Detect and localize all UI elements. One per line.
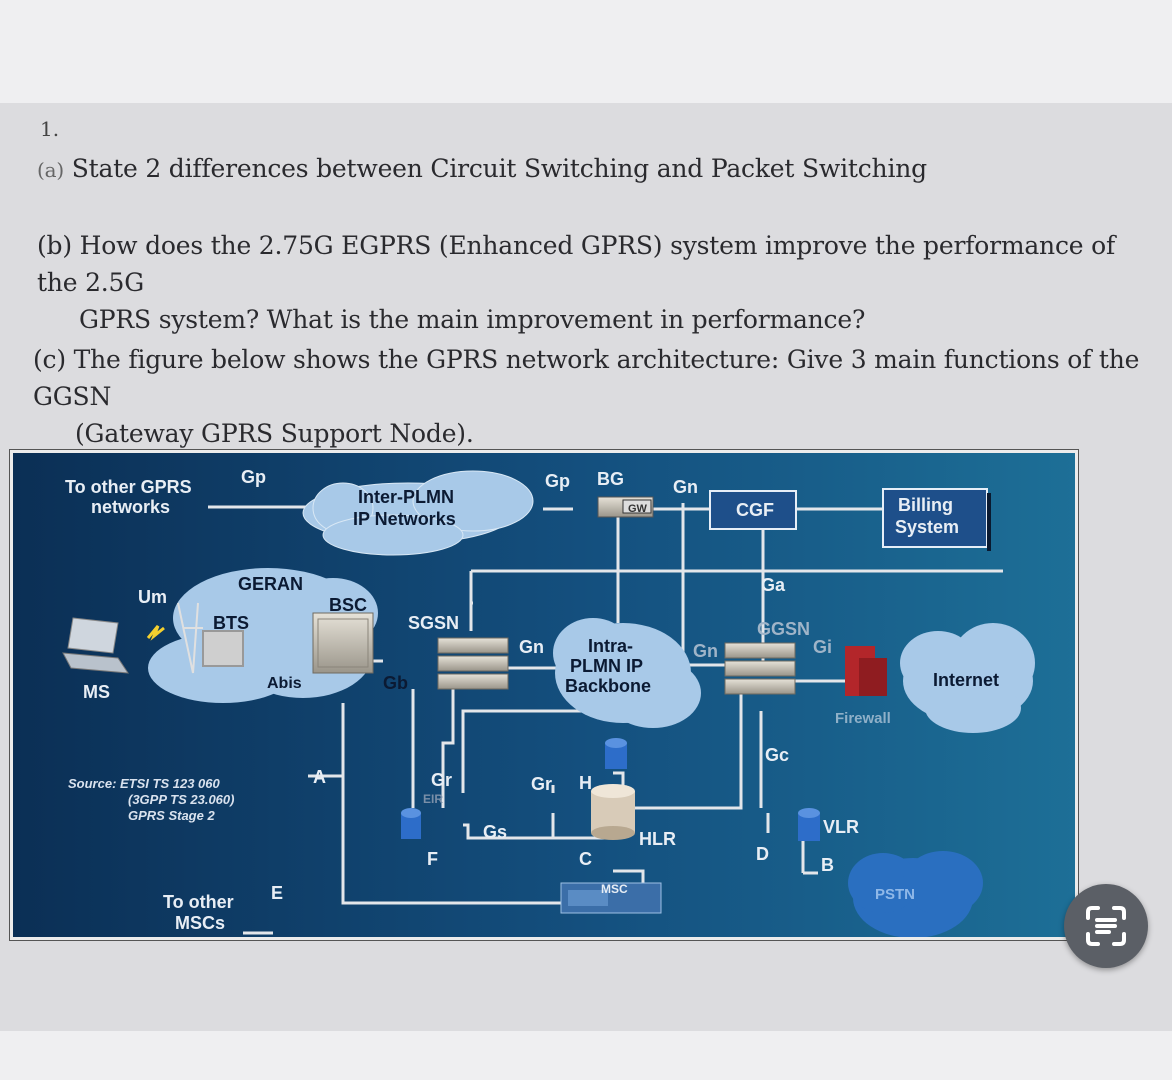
- bsc-icon: [312, 612, 374, 674]
- label-ms: MS: [83, 682, 110, 702]
- label-gp-left: Gp: [241, 467, 266, 487]
- scan-text-icon: [1086, 906, 1126, 946]
- part-c-marker: (c): [33, 345, 66, 374]
- label-source-1: Source: ETSI TS 123 060: [68, 776, 221, 791]
- label-eir: EIR: [423, 792, 443, 806]
- label-b: B: [821, 855, 834, 875]
- cgf-box: [709, 490, 797, 530]
- scan-text-button[interactable]: [1064, 884, 1148, 968]
- label-sgsn: SGSN: [408, 613, 459, 633]
- label-billing-2: System: [895, 517, 959, 537]
- question-part-b: (b) How does the 2.75G EGPRS (Enhanced G…: [37, 227, 1157, 338]
- label-intra-2: PLMN IP: [570, 656, 643, 676]
- label-c: C: [579, 849, 592, 869]
- label-gs: Gs: [483, 822, 507, 842]
- bts-tower-icon: [177, 602, 244, 674]
- label-gb: Gb: [383, 673, 408, 693]
- label-gn-right: Gn: [693, 641, 718, 661]
- sgsn-icon: [437, 637, 509, 690]
- label-f: F: [427, 849, 438, 869]
- label-h: H: [579, 773, 592, 793]
- part-c-line2: (Gateway GPRS Support Node).: [75, 419, 474, 448]
- part-a-marker: (a): [37, 158, 64, 182]
- part-b-line2: GPRS system? What is the main improvemen…: [79, 305, 866, 334]
- question-part-a: (a) State 2 differences between Circuit …: [37, 150, 927, 189]
- label-cgf: CGF: [736, 500, 774, 520]
- firewall-icon: [845, 646, 887, 696]
- label-inter-plmn-2: IP Networks: [353, 509, 456, 529]
- msc-icon: [560, 882, 662, 914]
- label-to-other-mscs-2: MSCs: [175, 913, 225, 933]
- label-firewall: Firewall: [835, 710, 891, 727]
- page: 1. (a) State 2 differences between Circu…: [0, 103, 1172, 1031]
- label-source-2: (3GPP TS 23.060): [128, 792, 234, 807]
- label-gn-top: Gn: [673, 477, 698, 497]
- label-bsc: BSC: [329, 595, 367, 615]
- internet-cloud: [900, 623, 1035, 733]
- label-gr-left: Gr: [431, 770, 452, 790]
- label-gw: GW: [628, 503, 648, 515]
- label-gn-left: Gn: [519, 637, 544, 657]
- label-intra-3: Backbone: [565, 676, 651, 696]
- label-geran: GERAN: [238, 574, 303, 594]
- label-gr-mid: Gr: [531, 774, 552, 794]
- part-a-text: State 2 differences between Circuit Swit…: [71, 154, 927, 183]
- label-ga: Ga: [761, 575, 786, 595]
- billing-system-box: [882, 488, 988, 548]
- label-gp-top: Gp: [545, 471, 570, 491]
- part-b-line1: How does the 2.75G EGPRS (Enhanced GPRS)…: [37, 231, 1116, 297]
- label-bts: BTS: [213, 613, 249, 633]
- question-number: 1.: [40, 117, 60, 141]
- eir-database-icon: [401, 808, 421, 839]
- ggsn-icon: [724, 642, 796, 695]
- label-intra-1: Intra-: [588, 636, 633, 656]
- ms-laptop-icon: [62, 617, 129, 674]
- label-um: Um: [138, 587, 167, 607]
- label-internet: Internet: [933, 670, 999, 690]
- pstn-cloud: [848, 851, 983, 937]
- label-vlr: VLR: [823, 817, 859, 837]
- vlr-database-icon: [798, 808, 820, 841]
- label-to-other-gprs-1: To other GPRS: [65, 477, 192, 497]
- inter-plmn-cloud: [302, 470, 534, 556]
- label-inter-plmn-1: Inter-PLMN: [358, 487, 454, 507]
- label-d: D: [756, 844, 769, 864]
- label-hlr: HLR: [639, 829, 676, 849]
- label-to-other-mscs-1: To other: [163, 892, 234, 912]
- label-msc: MSC: [601, 882, 628, 896]
- label-gc: Gc: [765, 745, 789, 765]
- label-bg: BG: [597, 469, 624, 489]
- label-gi: Gi: [813, 637, 832, 657]
- intra-plmn-cloud: [553, 618, 701, 728]
- hlr-database-icon: [591, 784, 635, 840]
- label-a: A: [313, 767, 326, 787]
- radio-signal-icon: [146, 625, 165, 641]
- label-e: E: [271, 883, 283, 903]
- part-b-marker: (b): [37, 231, 72, 260]
- question-part-c: (c) The figure below shows the GPRS netw…: [33, 341, 1163, 452]
- label-abis: Abis: [267, 675, 302, 692]
- label-source-3: GPRS Stage 2: [128, 808, 215, 823]
- part-c-line1: The figure below shows the GPRS network …: [33, 345, 1140, 411]
- gprs-architecture-diagram: To other GPRS networks Gp Gp BG Gn Um MS…: [10, 450, 1078, 940]
- auc-database-icon: [605, 738, 627, 769]
- label-ggsn: GGSN: [757, 619, 810, 639]
- label-to-other-gprs-2: networks: [91, 497, 170, 517]
- label-pstn: PSTN: [875, 886, 915, 903]
- label-billing-1: Billing: [898, 495, 953, 515]
